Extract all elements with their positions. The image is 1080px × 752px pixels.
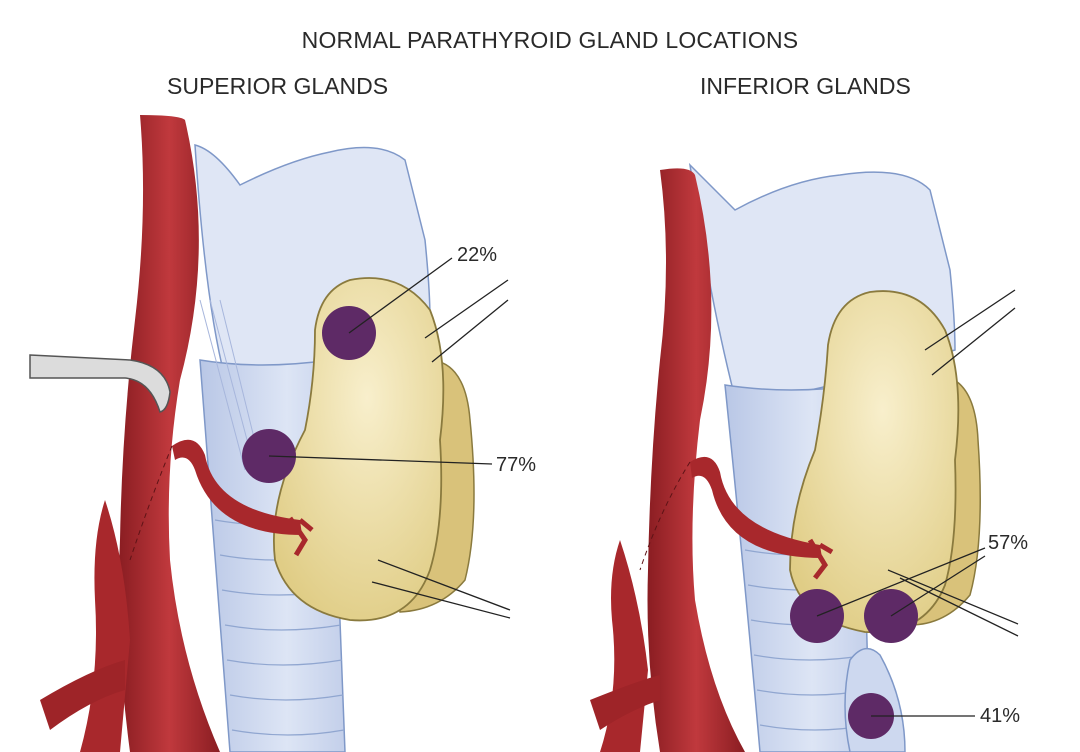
right-panel (590, 162, 1019, 752)
left-thyroid-lobe (272, 277, 445, 622)
right-carotid-artery (647, 168, 745, 752)
left-leader-lines (268, 257, 511, 619)
right-thyroid-artery (690, 456, 822, 558)
right-leader-lines (816, 289, 1019, 717)
left-thyroid-artery (172, 439, 302, 535)
left-inferior-branch (40, 660, 125, 730)
right-inferior-branch (590, 675, 660, 730)
page-title: NORMAL PARATHYROID GLAND LOCATIONS (301, 27, 799, 53)
inferior-glands-heading: INFERIOR GLANDS (700, 73, 911, 99)
label-41-percent: 41% (980, 705, 1021, 727)
retractor-band (29, 354, 171, 413)
label-77-percent: 77% (496, 454, 537, 476)
left-panel (29, 115, 511, 752)
right-thyroid-lobe (789, 290, 960, 634)
left-carotid-artery (118, 115, 220, 752)
superior-glands-heading: SUPERIOR GLANDS (167, 73, 389, 99)
label-22-percent: 22% (457, 244, 498, 266)
label-57-percent: 57% (988, 532, 1029, 554)
